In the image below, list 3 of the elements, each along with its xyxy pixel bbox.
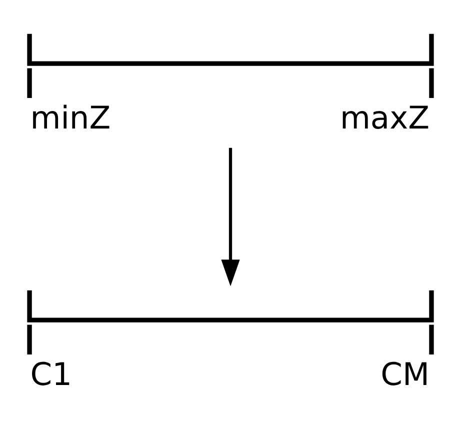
node-text: C1 CM (30, 356, 430, 393)
arrow (221, 148, 240, 286)
node-text: minZ maxZ (30, 100, 430, 136)
